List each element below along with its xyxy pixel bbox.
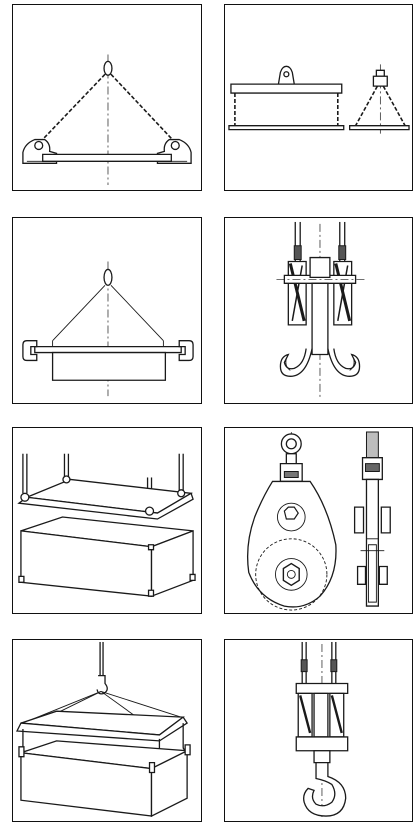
block-crosshead bbox=[296, 737, 347, 751]
chain-sling-small-icon bbox=[350, 64, 409, 133]
c-hook-sling-panel bbox=[12, 217, 202, 404]
spreader-beam-panel bbox=[224, 4, 413, 191]
single-hook-icon bbox=[304, 763, 346, 816]
master-link-icon bbox=[104, 269, 112, 285]
hook-shank bbox=[312, 283, 328, 354]
block-top-plate bbox=[296, 684, 347, 694]
chain-sling-clamps-drawing bbox=[13, 5, 201, 190]
lifting-frame-icon bbox=[19, 476, 193, 519]
crate-icon bbox=[19, 517, 195, 596]
c-hook-left-icon bbox=[23, 341, 37, 361]
chain-leg-left bbox=[41, 74, 105, 141]
ramshorn-hook-icon bbox=[280, 349, 359, 377]
c-hook-right-icon bbox=[179, 341, 193, 361]
double-hook-block-panel bbox=[224, 217, 413, 404]
crate-icon bbox=[19, 741, 190, 816]
crane-hook-icon bbox=[97, 676, 107, 694]
pulley-side-view-icon bbox=[355, 432, 391, 608]
sheave-right-icon bbox=[334, 262, 352, 325]
spreader-beam-icon bbox=[229, 66, 344, 129]
single-hook-block-drawing bbox=[225, 640, 412, 821]
sheave-block-panel bbox=[224, 427, 413, 614]
sheave-right-icon bbox=[330, 693, 344, 737]
lifting-frame-icon bbox=[17, 711, 187, 765]
hook-frame-crate-panel bbox=[12, 639, 202, 822]
master-link-icon bbox=[104, 61, 112, 75]
steel-plate bbox=[43, 154, 172, 161]
lifting-frame-panel bbox=[12, 427, 202, 614]
pulley-front-view-icon bbox=[248, 432, 336, 610]
lifting-bar bbox=[35, 347, 181, 353]
double-hook-block-drawing bbox=[225, 218, 412, 403]
single-hook-block-panel bbox=[224, 639, 413, 822]
spreader-beam-drawing bbox=[225, 5, 412, 190]
lifting-frame-drawing bbox=[13, 428, 201, 613]
c-hook-sling-drawing bbox=[13, 218, 201, 403]
sheave-left-icon bbox=[288, 262, 306, 325]
sheave-block-drawing bbox=[225, 428, 412, 613]
suspended-load bbox=[53, 353, 166, 381]
chain-leg-right bbox=[111, 74, 174, 141]
hook-frame-crate-drawing bbox=[13, 640, 201, 821]
chain-sling-clamps-panel bbox=[12, 4, 202, 191]
sheave-left-icon bbox=[298, 693, 312, 737]
